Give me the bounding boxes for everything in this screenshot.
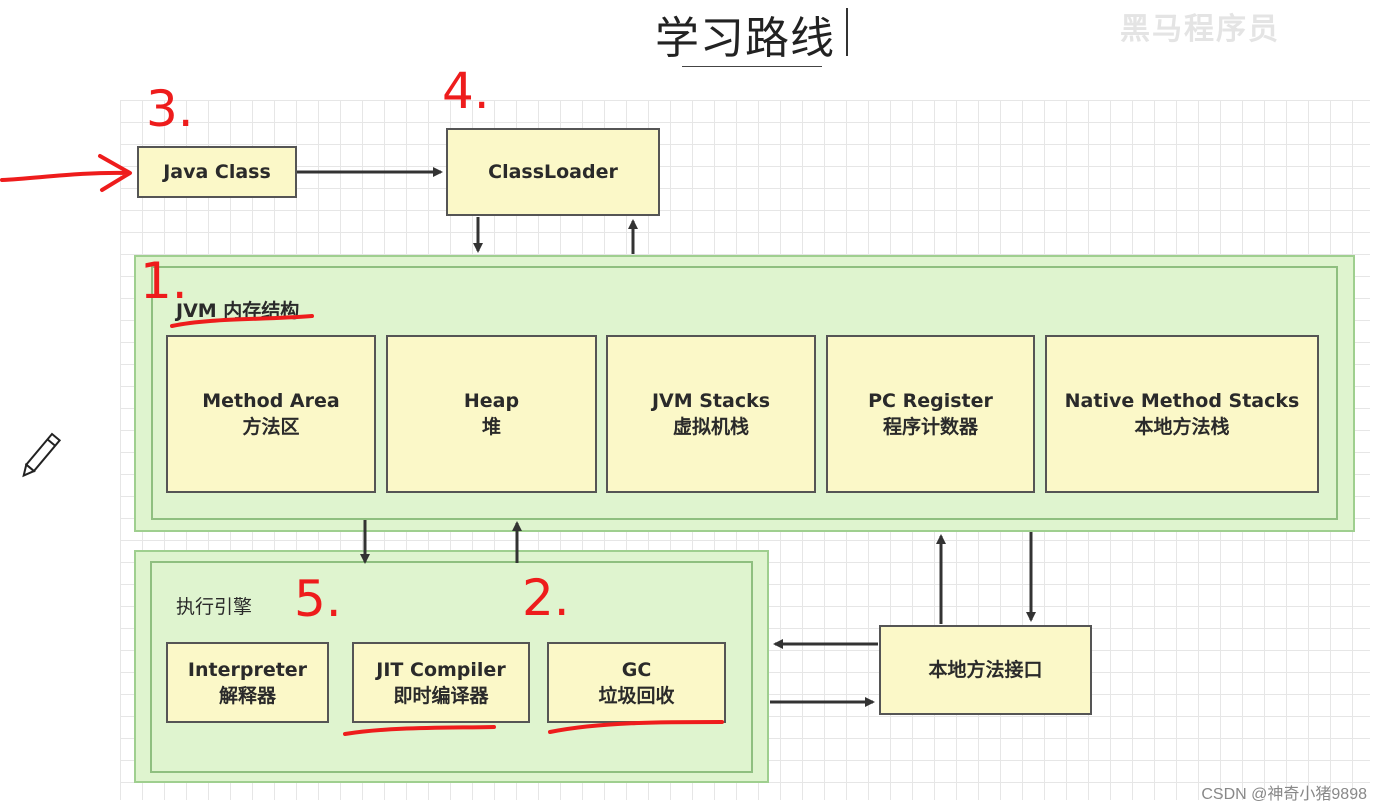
annotation-3: 3. xyxy=(146,80,194,138)
native-method-stacks-box: Native Method Stacks 本地方法栈 xyxy=(1045,335,1319,493)
pc-register-zh: 程序计数器 xyxy=(882,416,978,438)
interpreter-zh: 解释器 xyxy=(218,684,276,707)
text-cursor xyxy=(846,8,848,56)
class-loader-box: ClassLoader xyxy=(446,128,660,216)
native-method-stacks-zh: 本地方法栈 xyxy=(1134,416,1230,438)
annotation-4: 4. xyxy=(442,62,490,120)
red-underline-jvm xyxy=(170,314,314,328)
jvm-stacks-zh: 虚拟机栈 xyxy=(672,416,749,438)
heap-box: Heap 堆 xyxy=(386,335,597,493)
jit-compiler-box: JIT Compiler 即时编译器 xyxy=(352,642,530,723)
brand-watermark: 黑马程序员 xyxy=(1120,12,1280,47)
jvm-stacks-en: JVM Stacks xyxy=(651,390,771,412)
jit-compiler-en: JIT Compiler xyxy=(376,658,506,681)
class-loader-label: ClassLoader xyxy=(488,161,618,183)
red-arrow-to-java-class xyxy=(0,154,132,192)
native-interface-box: 本地方法接口 xyxy=(879,625,1092,715)
red-underline-jit xyxy=(343,725,496,736)
footer-credit: CSDN @神奇小猪9898 xyxy=(1201,786,1367,803)
method-area-en: Method Area xyxy=(202,390,340,412)
gc-en: GC xyxy=(621,658,652,681)
gc-zh: 垃圾回收 xyxy=(598,684,675,707)
annotation-2: 2. xyxy=(522,569,570,627)
method-area-zh: 方法区 xyxy=(242,416,300,438)
page-title: 学习路线 xyxy=(655,13,835,64)
interpreter-box: Interpreter 解释器 xyxy=(166,642,329,723)
heap-en: Heap xyxy=(463,390,520,412)
pc-register-en: PC Register xyxy=(868,390,993,412)
title-underline xyxy=(682,66,822,67)
pc-register-box: PC Register 程序计数器 xyxy=(826,335,1035,493)
execution-engine-label: 执行引擎 xyxy=(176,596,253,618)
interpreter-en: Interpreter xyxy=(187,658,308,681)
jit-compiler-zh: 即时编译器 xyxy=(393,684,489,707)
java-class-box: Java Class xyxy=(137,146,297,198)
heap-zh: 堆 xyxy=(481,416,501,438)
jvm-stacks-box: JVM Stacks 虚拟机栈 xyxy=(606,335,816,493)
red-underline-gc xyxy=(548,720,724,734)
java-class-label: Java Class xyxy=(163,161,271,183)
native-interface-label: 本地方法接口 xyxy=(928,659,1043,681)
method-area-box: Method Area 方法区 xyxy=(166,335,376,493)
annotation-5: 5. xyxy=(294,570,342,628)
native-method-stacks-en: Native Method Stacks xyxy=(1064,390,1300,412)
annotation-1: 1. xyxy=(140,252,188,310)
gc-box: GC 垃圾回收 xyxy=(547,642,726,723)
